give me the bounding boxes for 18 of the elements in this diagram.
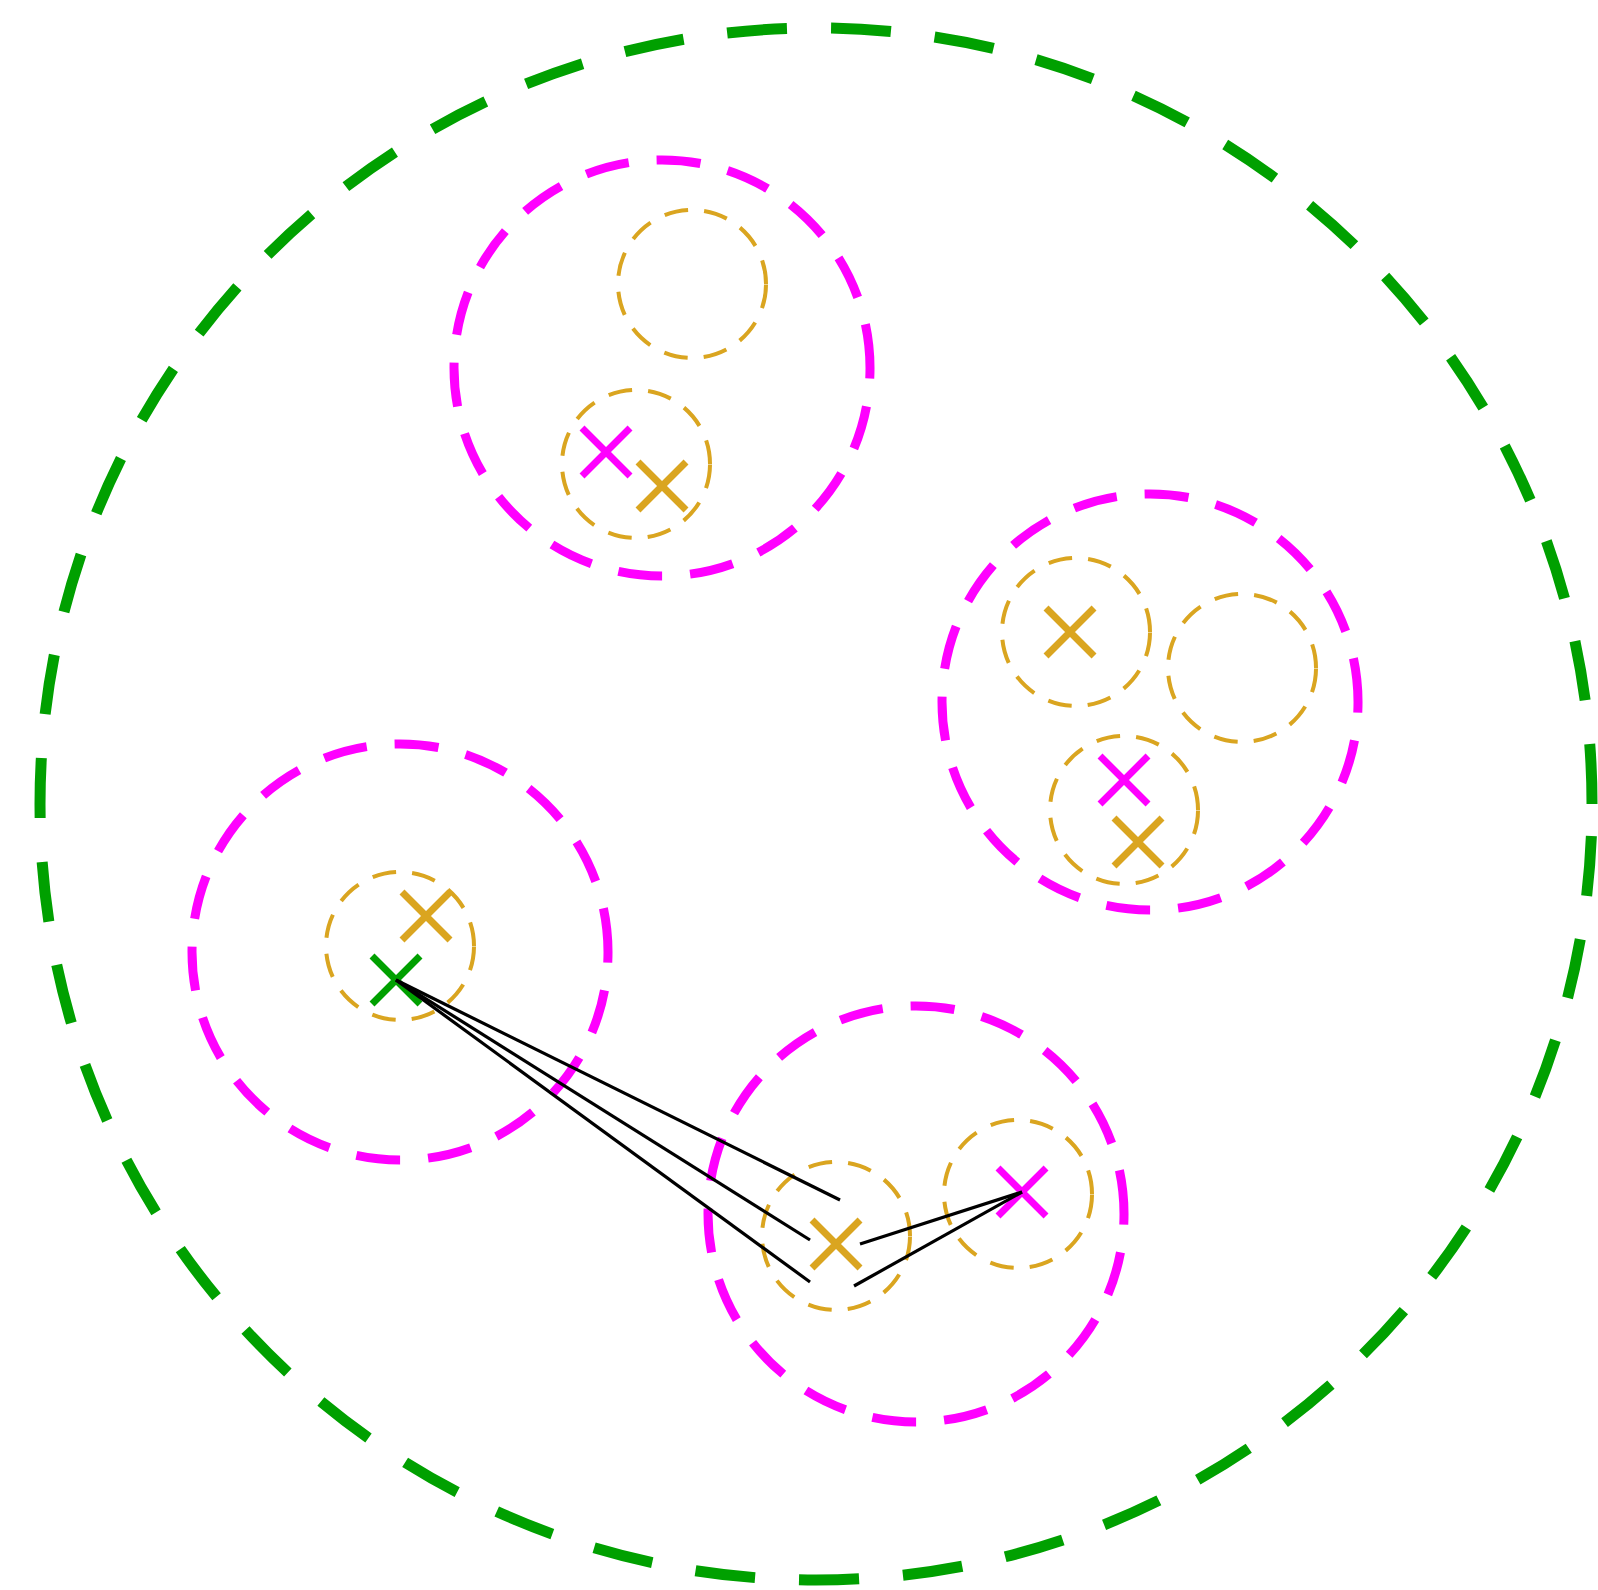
dashed-circle	[187, 739, 613, 1165]
dashed-circle	[1166, 592, 1318, 744]
line	[859, 1190, 1023, 1246]
line	[853, 1190, 1023, 1288]
dashed-circle	[560, 388, 712, 540]
dashed-circle	[324, 870, 476, 1022]
dashed-circle	[760, 1160, 912, 1312]
dashed-circle	[449, 155, 875, 581]
dashed-circle	[1000, 556, 1152, 708]
dashed-circle	[942, 1118, 1094, 1270]
dashed-circle	[616, 208, 768, 360]
line	[395, 978, 841, 1202]
cross-mark	[368, 952, 424, 1008]
dashed-circle	[937, 489, 1363, 915]
dashed-circle	[34, 22, 1598, 1586]
dashed-circle	[703, 1001, 1129, 1427]
dashed-circle	[1048, 734, 1200, 886]
cross-mark	[994, 1164, 1050, 1220]
